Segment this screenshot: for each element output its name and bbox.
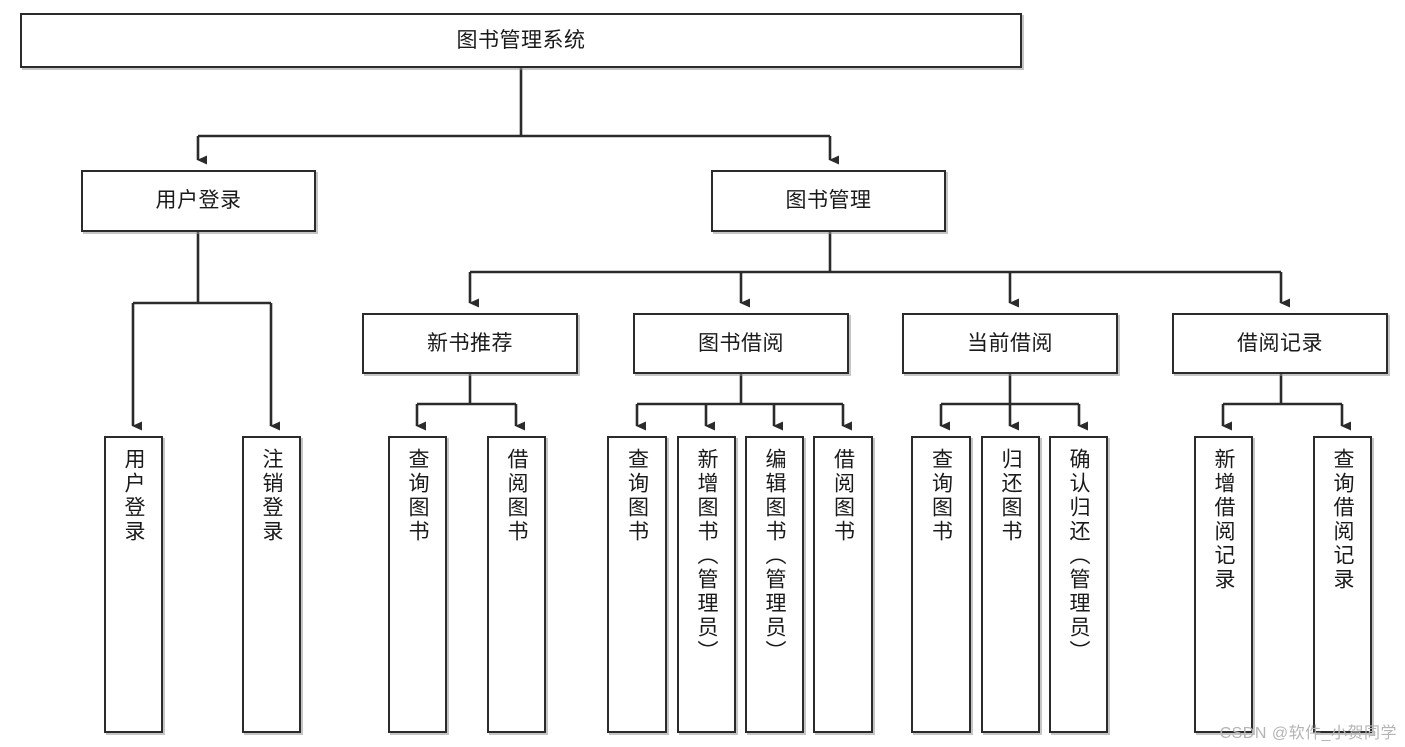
node-new-book-recommend[interactable]: 新书推荐 <box>362 313 578 374</box>
node-label: 查询图书 <box>929 448 953 544</box>
node-label: 新增图书（管理员） <box>695 448 718 664</box>
leaf-borrow-edit-book-admin[interactable]: 编辑图书（管理员） <box>745 436 804 733</box>
leaf-borrow-query-book[interactable]: 查询图书 <box>607 436 667 733</box>
node-book-borrow[interactable]: 图书借阅 <box>633 313 849 374</box>
node-label: 用户登录 <box>155 189 242 213</box>
node-book-management[interactable]: 图书管理 <box>711 170 946 232</box>
node-label: 借阅图书 <box>505 448 528 544</box>
node-label: 用户登录 <box>122 448 145 544</box>
leaf-current-return-book[interactable]: 归还图书 <box>981 436 1040 733</box>
node-label: 确认归还（管理员） <box>1067 448 1090 664</box>
node-label: 注销登录 <box>260 448 283 544</box>
node-label: 图书管理 <box>785 189 872 213</box>
node-user-login[interactable]: 用户登录 <box>81 170 316 232</box>
node-label: 借阅记录 <box>1237 331 1323 355</box>
leaf-record-add-record[interactable]: 新增借阅记录 <box>1194 436 1253 733</box>
node-label: 新书推荐 <box>427 331 513 355</box>
node-label: 查询图书 <box>625 448 649 544</box>
leaf-borrow-borrow-book[interactable]: 借阅图书 <box>813 436 873 733</box>
leaf-current-confirm-return-admin[interactable]: 确认归还（管理员） <box>1049 436 1108 733</box>
node-label: 编辑图书（管理员） <box>763 448 786 664</box>
node-label: 查询图书 <box>406 448 429 544</box>
node-label: 借阅图书 <box>831 448 855 544</box>
node-root-system[interactable]: 图书管理系统 <box>20 13 1022 68</box>
node-borrow-record[interactable]: 借阅记录 <box>1172 313 1388 374</box>
node-label: 新增借阅记录 <box>1212 448 1235 592</box>
node-current-borrow[interactable]: 当前借阅 <box>902 313 1118 374</box>
leaf-current-query-book[interactable]: 查询图书 <box>911 436 971 733</box>
csdn-watermark: CSDN @软件_小贺同学 <box>1219 725 1397 742</box>
leaf-record-query-record[interactable]: 查询借阅记录 <box>1313 436 1372 733</box>
node-label: 图书管理系统 <box>456 28 586 52</box>
leaf-logout[interactable]: 注销登录 <box>242 436 301 733</box>
leaf-recommend-borrow-book[interactable]: 借阅图书 <box>487 436 546 733</box>
node-label: 图书借阅 <box>698 331 784 355</box>
node-label: 查询借阅记录 <box>1331 448 1354 592</box>
leaf-user-login[interactable]: 用户登录 <box>104 436 163 733</box>
node-label: 归还图书 <box>999 448 1022 544</box>
leaf-borrow-add-book-admin[interactable]: 新增图书（管理员） <box>677 436 736 733</box>
node-label: 当前借阅 <box>967 331 1053 355</box>
leaf-recommend-query-book[interactable]: 查询图书 <box>388 436 447 733</box>
